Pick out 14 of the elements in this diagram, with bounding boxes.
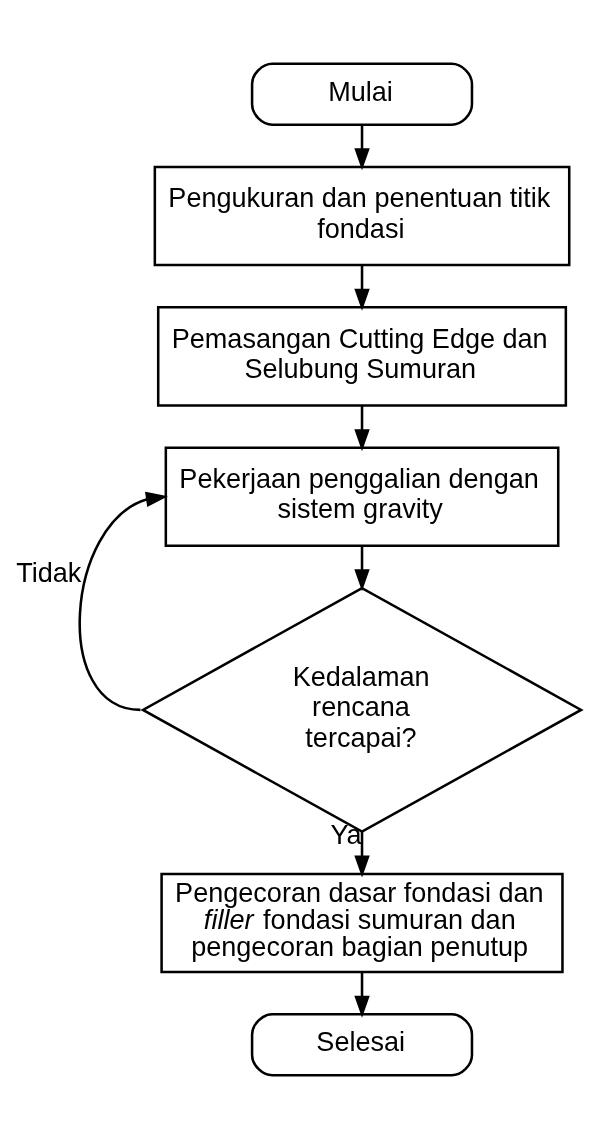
node-box: Pengecoran dasar fondasi dan filler fondasi sumuran dan pengecoran bagian penutup [160, 872, 564, 974]
arrow [354, 265, 370, 311]
node-box: Mulai [250, 62, 474, 126]
arrow [354, 831, 370, 878]
arrow [78, 491, 168, 712]
node-box: Selesai [250, 1013, 474, 1077]
arrow [354, 125, 370, 171]
arrow [354, 406, 370, 452]
node-box: Pengukuran dan penentuan titik fondasi [153, 165, 571, 267]
arrow [354, 546, 370, 592]
node-box: Pemasangan Cutting Edge dan Selubung Sumuran [156, 306, 568, 407]
edge-label: Tidak [16, 558, 82, 589]
arrow [354, 972, 370, 1018]
node-box: Pekerjaan penggalian dengan sistem gravity [164, 446, 560, 548]
